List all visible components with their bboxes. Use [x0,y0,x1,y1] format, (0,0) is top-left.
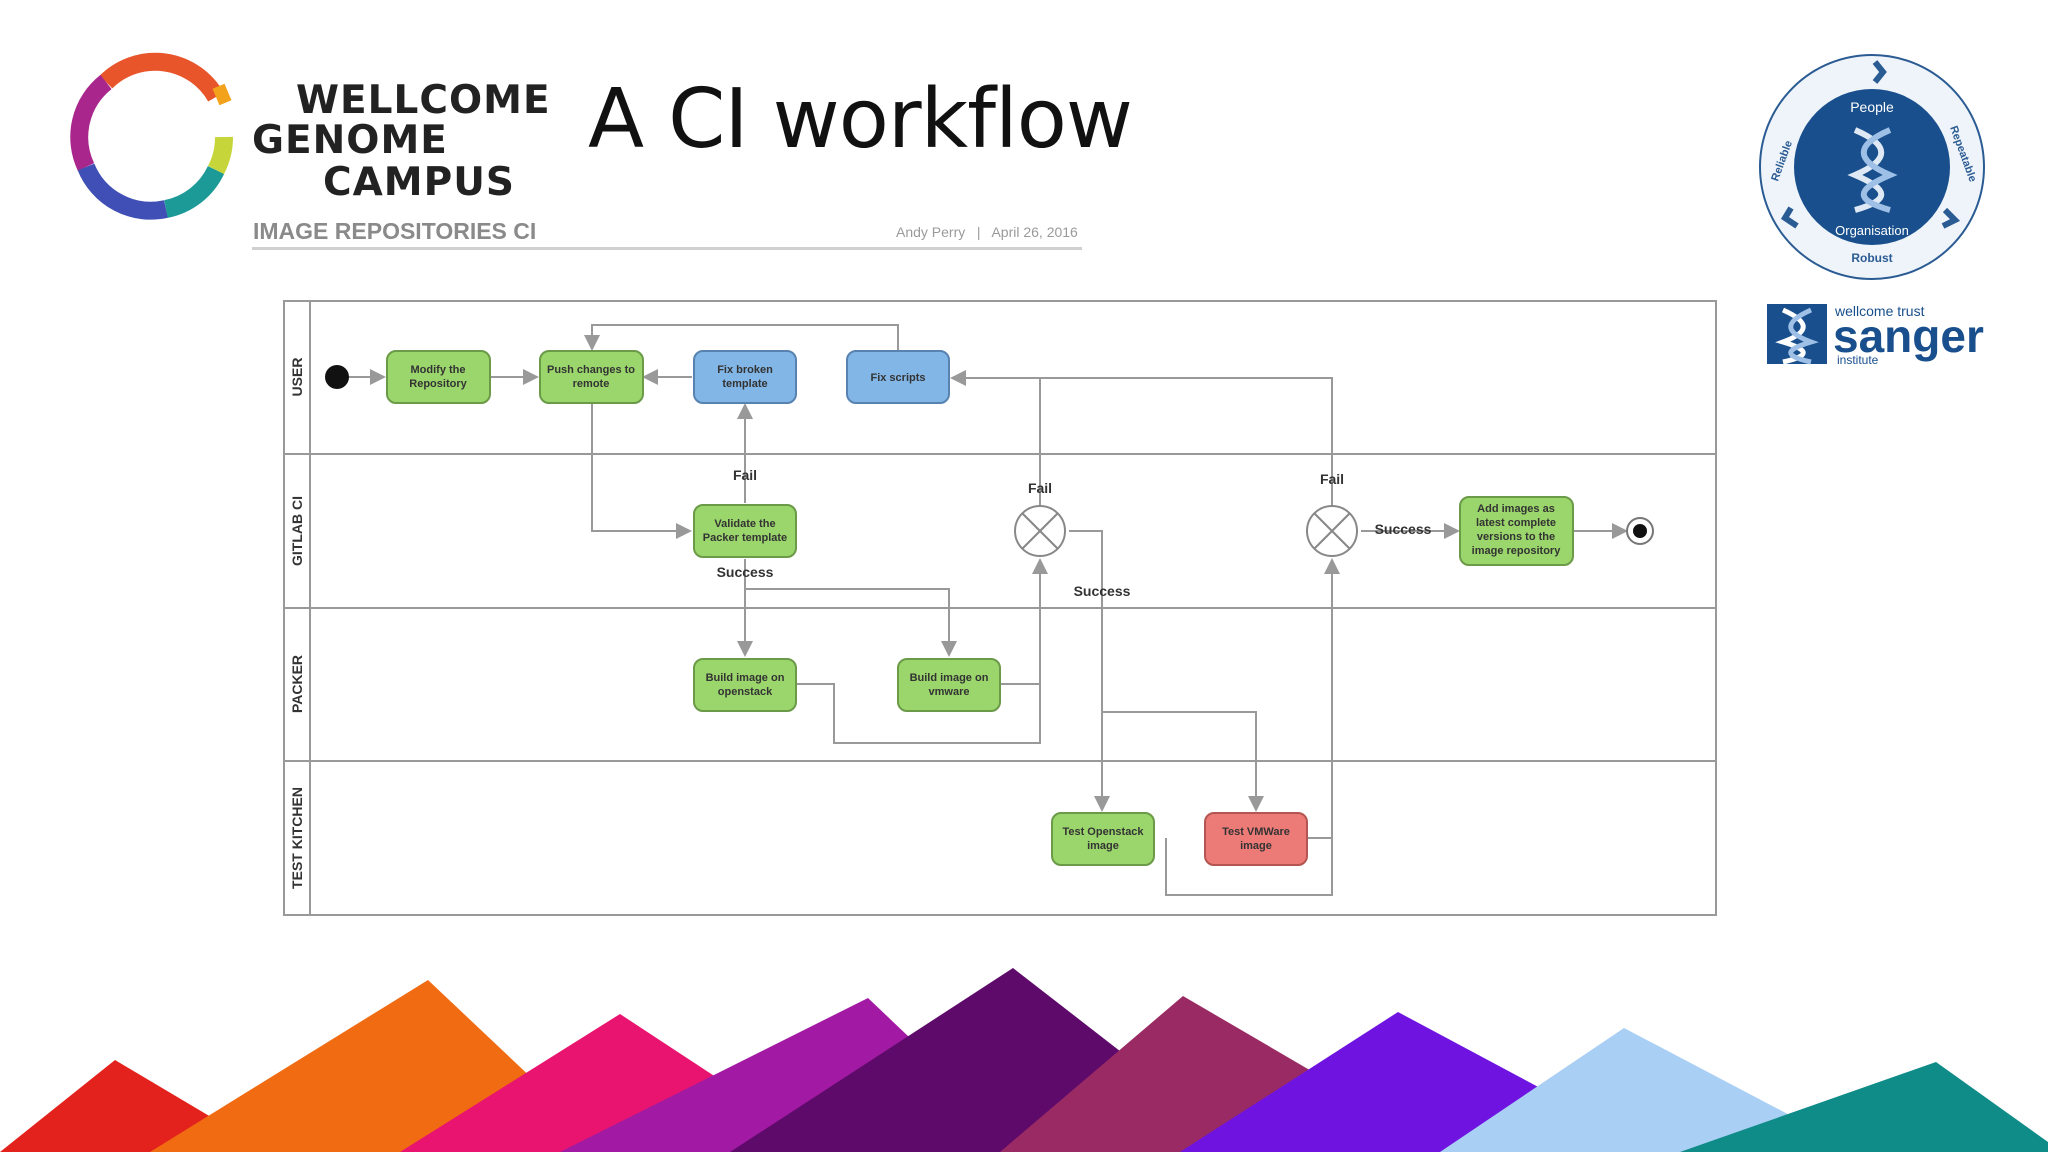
node-test-openstack: Test Openstack image [1051,812,1155,866]
sanger-line-2: sanger [1833,310,1984,362]
lane-label-user: USER [289,358,305,397]
label-success-gate-2: Success [1375,521,1432,537]
svg-text:remote: remote [573,378,610,390]
svg-text:latest complete: latest complete [1476,517,1556,529]
label-fail-gate-1: Fail [1028,480,1052,496]
lane-label-packer: PACKER [289,655,305,713]
mountains-footer [0,968,2048,1152]
svg-text:template: template [722,378,767,390]
subtitle: IMAGE REPOSITORIES CI [253,218,537,244]
svg-text:Add images as: Add images as [1477,503,1555,515]
node-validate-packer-template: Validate the Packer template [693,504,797,558]
svg-text:Push changes to: Push changes to [547,364,635,376]
svg-text:Fix broken: Fix broken [717,364,773,376]
node-modify-repository: Modify the Repository [386,350,491,404]
wellcome-genome-campus-logo [70,52,234,220]
start-node [325,365,349,389]
connectors [348,324,1628,896]
badge-inner-bottom-label: Organisation [1835,223,1909,238]
lane-label-test-kitchen: TEST KITCHEN [289,787,305,889]
brand-line-2: GENOME [252,118,448,163]
decision-gate-1 [1014,505,1066,557]
svg-text:image: image [1240,840,1272,852]
node-push-changes: Push changes to remote [539,350,644,404]
sanger-line-3: institute [1837,353,1879,367]
node-build-vmware: Build image on vmware [897,658,1001,712]
people-badge: People Organisation Reliable Repeatable … [1759,54,1985,280]
svg-text:Validate the: Validate the [714,518,775,530]
svg-text:openstack: openstack [718,686,773,698]
label-success-validate: Success [717,564,774,580]
node-add-images: Add images as latest complete versions t… [1459,496,1574,566]
node-fix-scripts: Fix scripts [846,350,950,404]
sanger-line-1: wellcome trust [1834,303,1925,319]
svg-text:Packer template: Packer template [703,532,787,544]
node-build-openstack: Build image on openstack [693,658,797,712]
label-fail-gate-2: Fail [1320,471,1344,487]
label-fail-validate: Fail [733,467,757,483]
svg-text:Repository: Repository [409,378,467,390]
svg-text:vmware: vmware [929,686,970,698]
sanger-logo: wellcome trust sanger institute [1767,303,1984,367]
lane-label-gitlab-ci: GITLAB CI [289,496,305,566]
author-date: Andy Perry | April 26, 2016 [896,224,1078,240]
header-rule [252,247,1082,250]
svg-text:Test VMWare: Test VMWare [1222,826,1290,838]
svg-text:Build image on: Build image on [910,672,989,684]
svg-text:versions to the: versions to the [1477,531,1555,543]
svg-text:Modify the: Modify the [411,364,466,376]
badge-center-label: People [1850,99,1894,115]
node-test-vmware: Test VMWare image [1204,812,1308,866]
svg-text:Build image on: Build image on [706,672,785,684]
svg-text:Test Openstack: Test Openstack [1062,826,1144,838]
brand-line-3: CAMPUS [323,160,515,205]
badge-bottom-label: Robust [1851,251,1892,265]
brand-line-1: WELLCOME [296,78,551,123]
decision-gate-2 [1306,505,1358,557]
node-fix-broken-template: Fix broken template [693,350,797,404]
svg-text:Fix scripts: Fix scripts [870,372,925,384]
slide-title: A CI workflow [588,72,1133,167]
svg-text:image repository: image repository [1472,545,1562,557]
label-success-gate-1: Success [1074,583,1131,599]
svg-text:image: image [1087,840,1119,852]
